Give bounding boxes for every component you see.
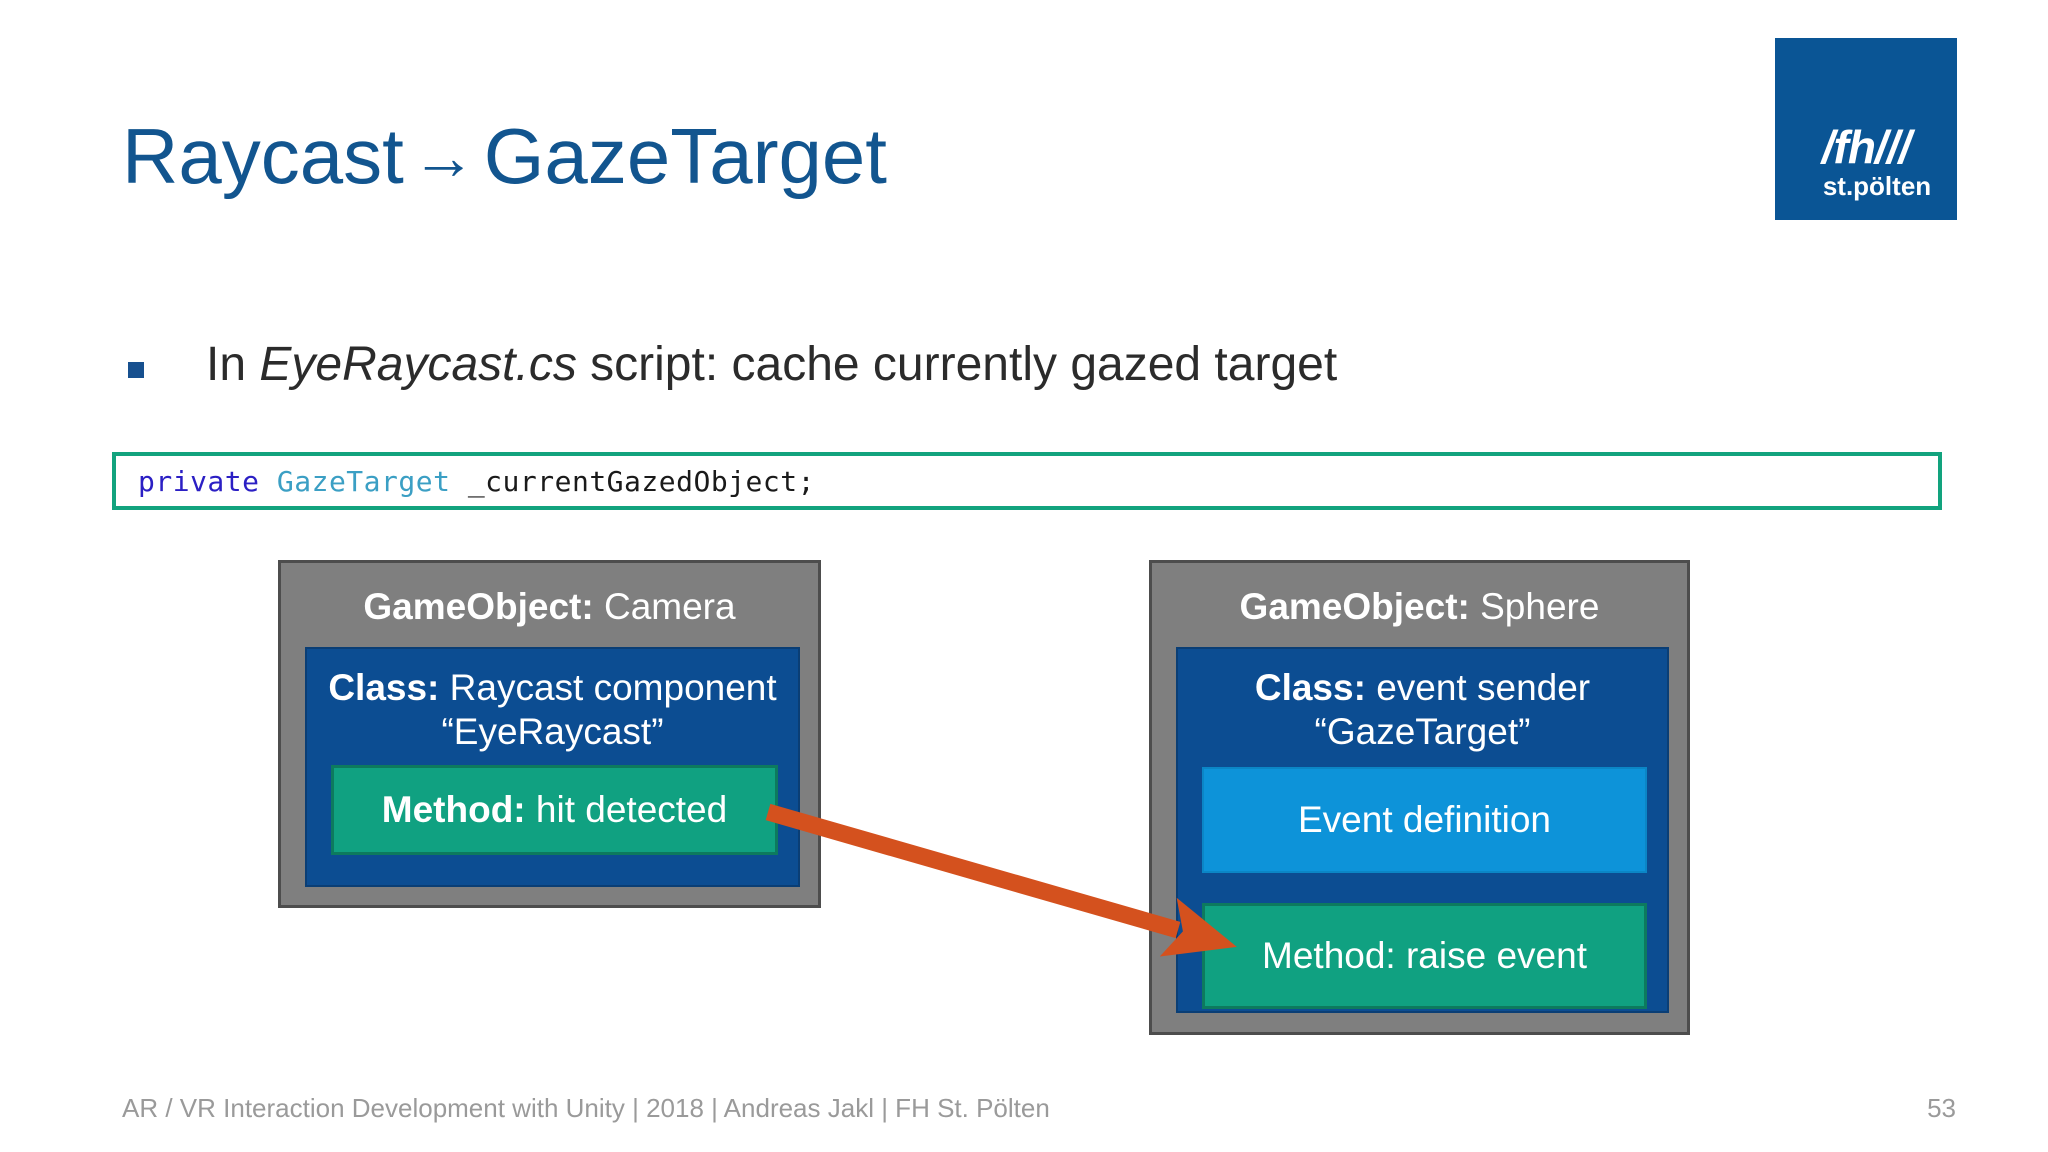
code-token-keyword: private xyxy=(138,464,260,498)
gameobject-box-sphere: GameObject: Sphere Class: event sender “… xyxy=(1149,560,1690,1035)
code-token-space-2 xyxy=(450,465,467,498)
class-box-gazetarget: Class: event sender “GazeTarget” Event d… xyxy=(1176,647,1669,1013)
title-arrow-icon: → xyxy=(411,121,476,193)
event-definition-box: Event definition xyxy=(1202,767,1647,873)
gameobject-camera-title: GameObject: Camera xyxy=(281,585,818,629)
method-hit-detected-prefix: Method: xyxy=(381,789,526,830)
code-token-identifier: _currentGazedObject; xyxy=(467,464,815,498)
method-raise-event-label: Method: raise event xyxy=(1262,935,1587,976)
title-part-2: GazeTarget xyxy=(483,112,887,200)
code-token-type: GazeTarget xyxy=(276,464,451,498)
page-number: 53 xyxy=(1927,1093,1956,1123)
gameobject-sphere-label: GameObject: xyxy=(1239,586,1470,627)
code-line: private GazeTarget _currentGazedObject; xyxy=(116,465,815,498)
logo-mark-text: /fh/// xyxy=(1821,121,1912,173)
logo-subtitle-text: st.pölten xyxy=(1822,171,1932,201)
bullet-list-item: In EyeRaycast.cs script: cache currently… xyxy=(128,336,1337,394)
gameobject-box-camera: GameObject: Camera Class: Raycast compon… xyxy=(278,560,821,908)
bullet-item-label: In EyeRaycast.cs script: cache currently… xyxy=(206,336,1337,394)
class-eyeraycast-label: Class: xyxy=(328,667,440,708)
class-gazetarget-title: Class: event sender xyxy=(1178,665,1667,711)
bullet-emphasis: EyeRaycast.cs xyxy=(259,338,577,391)
method-hit-detected-value: hit detected xyxy=(525,789,728,830)
fh-st-poelten-logo: /fh/// st.pölten xyxy=(1775,38,1957,220)
bullet-suffix: script: cache currently gazed target xyxy=(576,338,1338,391)
page-title: Raycast→GazeTarget xyxy=(122,112,887,205)
footer-caption: AR / VR Interaction Development with Uni… xyxy=(122,1093,1050,1123)
gameobject-sphere-value: Sphere xyxy=(1469,586,1600,627)
class-eyeraycast-subtitle: “EyeRaycast” xyxy=(441,711,664,752)
bullet-square-icon xyxy=(128,362,144,378)
method-hit-detected-label: Method: hit detected xyxy=(382,788,727,832)
class-box-eyeraycast: Class: Raycast component “EyeRaycast” Me… xyxy=(305,647,800,887)
bullet-prefix: In xyxy=(206,338,260,391)
code-token-space-1 xyxy=(260,465,277,498)
gameobject-camera-value: Camera xyxy=(593,586,736,627)
gameobject-sphere-title: GameObject: Sphere xyxy=(1152,585,1687,629)
method-box-raise-event: Method: raise event xyxy=(1202,903,1647,1009)
class-gazetarget-subtitle: “GazeTarget” xyxy=(1314,711,1531,752)
class-eyeraycast-title: Class: Raycast component xyxy=(307,665,798,711)
class-gazetarget-value: event sender xyxy=(1365,667,1591,708)
event-definition-label: Event definition xyxy=(1297,799,1551,840)
class-eyeraycast-value: Raycast component xyxy=(439,667,777,708)
gameobject-camera-label: GameObject: xyxy=(363,586,594,627)
class-gazetarget-label: Class: xyxy=(1254,667,1366,708)
method-box-hit-detected: Method: hit detected xyxy=(331,765,778,855)
code-snippet-box: private GazeTarget _currentGazedObject; xyxy=(112,452,1942,510)
title-part-1: Raycast xyxy=(122,112,404,200)
